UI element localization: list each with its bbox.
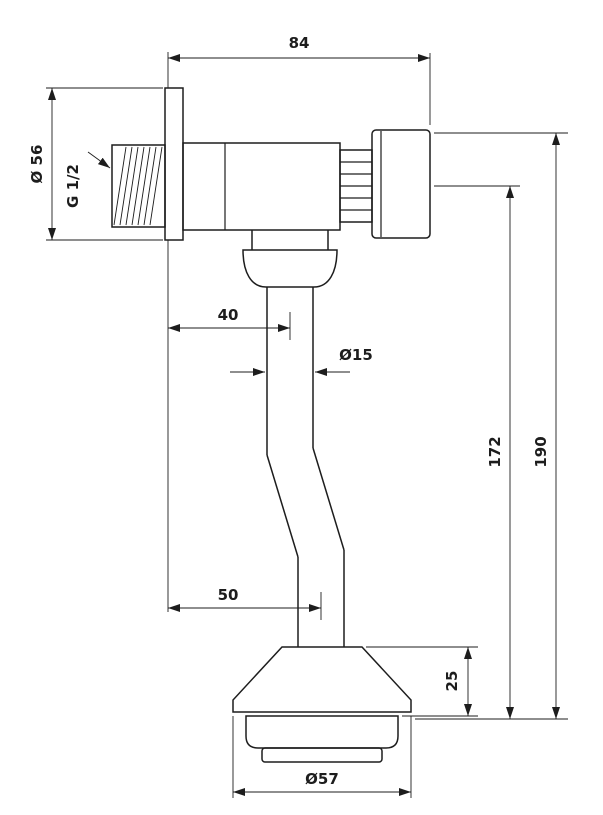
dim-d15-label: Ø15 [339,346,373,364]
dimension-d56: Ø 56 [28,87,163,241]
dim-172-label: 172 [486,436,504,467]
pipe-diagonal-left [266,454,299,558]
dimension-d15: Ø15 [230,346,373,376]
thread-hatch-line [125,146,139,226]
valve-body [182,142,341,231]
wall-plate [164,87,184,241]
dim-d56-label: Ø 56 [28,145,46,184]
dim-40-label: 40 [218,306,239,324]
thread-hatch-line [143,146,157,226]
outlet-pipe [266,287,345,647]
thread-hatch [113,146,163,226]
dim-50-label: 50 [218,586,239,604]
dimension-40: 40 [167,240,291,612]
dimension-84: 84 [167,34,431,125]
dimension-d57: Ø57 [232,716,412,798]
dim-190-label: 190 [532,436,550,467]
collar-nut [242,249,338,288]
dim-d57-label: Ø57 [305,770,339,788]
thread-connector [111,144,166,228]
dimension-50: 50 [168,586,322,620]
base-flange [245,715,399,749]
thread-hatch-line [131,146,145,226]
pipe-diagonal-right [312,447,345,551]
bell-cone [232,646,412,713]
base-disk [261,747,383,763]
thread-hatch-line [137,146,151,226]
push-button [371,129,431,239]
valve-assembly [111,87,431,763]
dimension-190: 190 [434,132,568,719]
dimension-25: 25 [366,646,478,717]
g12-leader [87,151,111,169]
thread-hatch-line [149,146,163,226]
thread-hatch-line [119,146,133,226]
callout-g12: G 1/2 [64,151,111,208]
dim-25-label: 25 [443,671,461,692]
thread-hatch-line [113,146,127,226]
stem-ridges [340,161,372,211]
dimension-172: 172 [415,185,568,720]
g12-label: G 1/2 [64,164,82,208]
dim-84-label: 84 [289,34,310,52]
